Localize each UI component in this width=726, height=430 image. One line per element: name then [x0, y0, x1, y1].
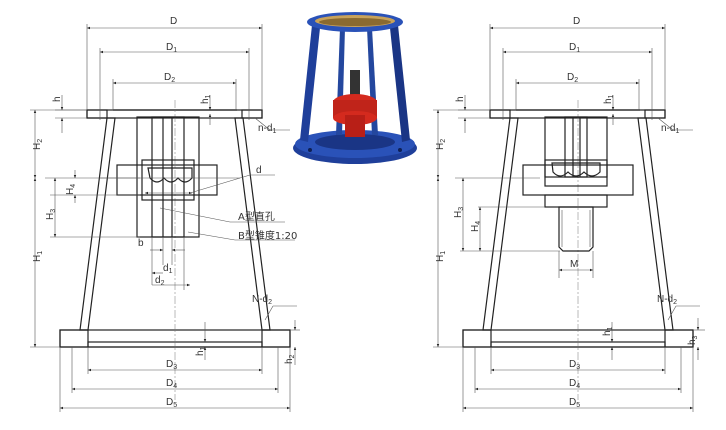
- label-H4: H4: [65, 184, 77, 195]
- label-D4: D4: [166, 378, 177, 390]
- label-n-d1: n-d1: [258, 123, 276, 135]
- label-h: h: [455, 96, 466, 102]
- label-D: D: [573, 16, 580, 27]
- label-H4: H4: [470, 221, 482, 232]
- label-d2: d2: [155, 275, 165, 287]
- label-D5: D5: [166, 397, 177, 409]
- label-h1-bottom: h1: [195, 346, 207, 356]
- label-D3: D3: [569, 359, 580, 371]
- label-H3: H3: [45, 209, 57, 220]
- label-h: h: [52, 96, 63, 102]
- label-D1: D1: [569, 42, 580, 54]
- label-D2: D2: [164, 72, 175, 84]
- product-photo: [293, 12, 417, 164]
- label-type-a-straight-bore: A型直孔: [238, 210, 275, 223]
- label-H2: H2: [435, 139, 447, 150]
- label-D: D: [170, 16, 177, 27]
- label-H3: H3: [453, 207, 465, 218]
- label-H2: H2: [32, 139, 44, 150]
- label-D5: D5: [569, 397, 580, 409]
- label-H1: H1: [435, 251, 447, 262]
- label-D3: D3: [166, 359, 177, 371]
- coupling-section: [45, 116, 300, 365]
- right-drawing-type-m: D D1 D2 h h1 n-d1 H2 H3 H4 H1 M N-d2 h1 …: [433, 16, 705, 412]
- label-H1: H1: [32, 251, 44, 262]
- label-h2: h2: [284, 354, 296, 364]
- label-D1: D1: [166, 42, 177, 54]
- label-h1-top: h1: [200, 94, 212, 104]
- right-dimension-labels: D D1 D2 h h1 n-d1 H2 H3 H4 H1 M N-d2 h1 …: [435, 16, 699, 409]
- label-b: b: [138, 238, 144, 249]
- coupling-section-threaded: [455, 116, 705, 360]
- label-d: d: [256, 165, 262, 176]
- label-D2: D2: [567, 72, 578, 84]
- label-N-d2: N-d2: [252, 294, 272, 306]
- label-h1-top: h1: [603, 94, 615, 104]
- label-M: M: [570, 259, 578, 270]
- label-N-d2: N-d2: [657, 294, 677, 306]
- label-d1: d1: [163, 263, 173, 275]
- label-type-b-taper: B型锥度1:20: [238, 229, 297, 242]
- label-h3: h3: [687, 335, 699, 345]
- label-n-d1: n-d1: [661, 123, 679, 135]
- left-drawing-type-ab: D D1 D2 h h1 n-d1 H2 H4 H3 H1 d A型直孔 B型锥…: [30, 16, 300, 412]
- label-h1-bottom: h1: [602, 326, 614, 336]
- label-D4: D4: [569, 378, 580, 390]
- left-dimension-labels: D D1 D2 h h1 n-d1 H2 H4 H3 H1 d A型直孔 B型锥…: [32, 16, 297, 409]
